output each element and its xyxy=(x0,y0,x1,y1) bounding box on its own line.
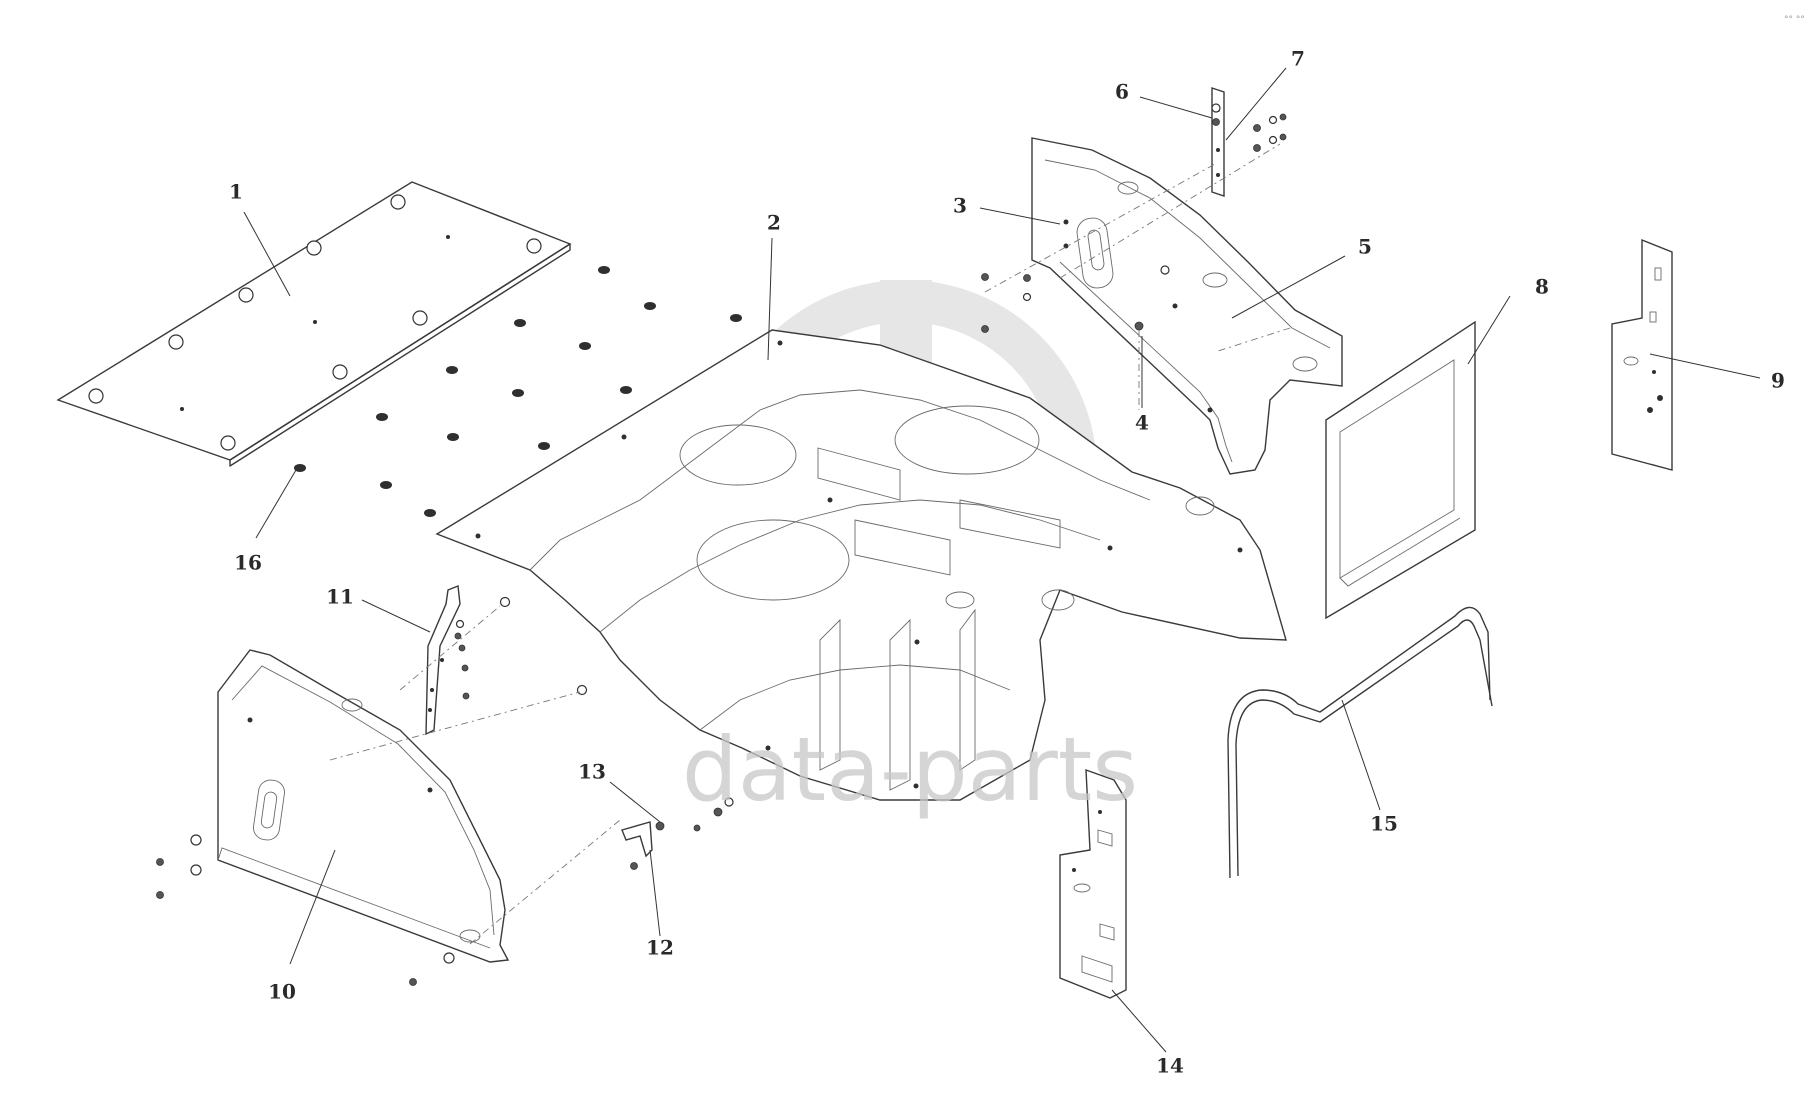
main-floor-tub xyxy=(435,329,1287,801)
left-mounting-bracket xyxy=(425,585,588,736)
callout-4: 4 xyxy=(1135,411,1149,435)
callout-6: 6 xyxy=(1115,80,1129,104)
callout-7: 7 xyxy=(1291,47,1305,71)
callout-15: 15 xyxy=(1370,812,1398,836)
watermark-text: data-parts xyxy=(682,718,1138,821)
corner-mark: °° °° xyxy=(1784,15,1805,25)
rear-panel xyxy=(1325,320,1476,620)
leader-lines xyxy=(243,67,1761,1053)
floor-mat-panel xyxy=(56,181,572,467)
callout-5: 5 xyxy=(1358,235,1372,259)
grommet-hole-pattern xyxy=(294,266,742,517)
edge-trim-tube xyxy=(1227,606,1493,879)
lower-trim-panel xyxy=(1059,768,1127,999)
callout-16: 16 xyxy=(234,551,262,575)
left-panel-fasteners xyxy=(156,834,455,986)
callout-labels: 1 2 3 4 5 6 7 8 9 10 11 12 13 14 15 16 xyxy=(229,47,1785,1078)
callout-14: 14 xyxy=(1156,1054,1184,1078)
small-clip-bracket xyxy=(621,797,734,870)
callout-13: 13 xyxy=(578,760,606,784)
callout-3: 3 xyxy=(953,194,967,218)
callout-10: 10 xyxy=(268,980,296,1004)
right-bracket-panel xyxy=(1611,238,1673,471)
left-side-panel xyxy=(217,649,510,963)
right-side-panel xyxy=(1031,137,1343,475)
callout-2: 2 xyxy=(767,211,781,235)
callout-12: 12 xyxy=(646,936,674,960)
callout-9: 9 xyxy=(1771,369,1785,393)
callout-1: 1 xyxy=(229,180,243,204)
callout-11: 11 xyxy=(326,585,354,609)
callout-8: 8 xyxy=(1535,275,1549,299)
